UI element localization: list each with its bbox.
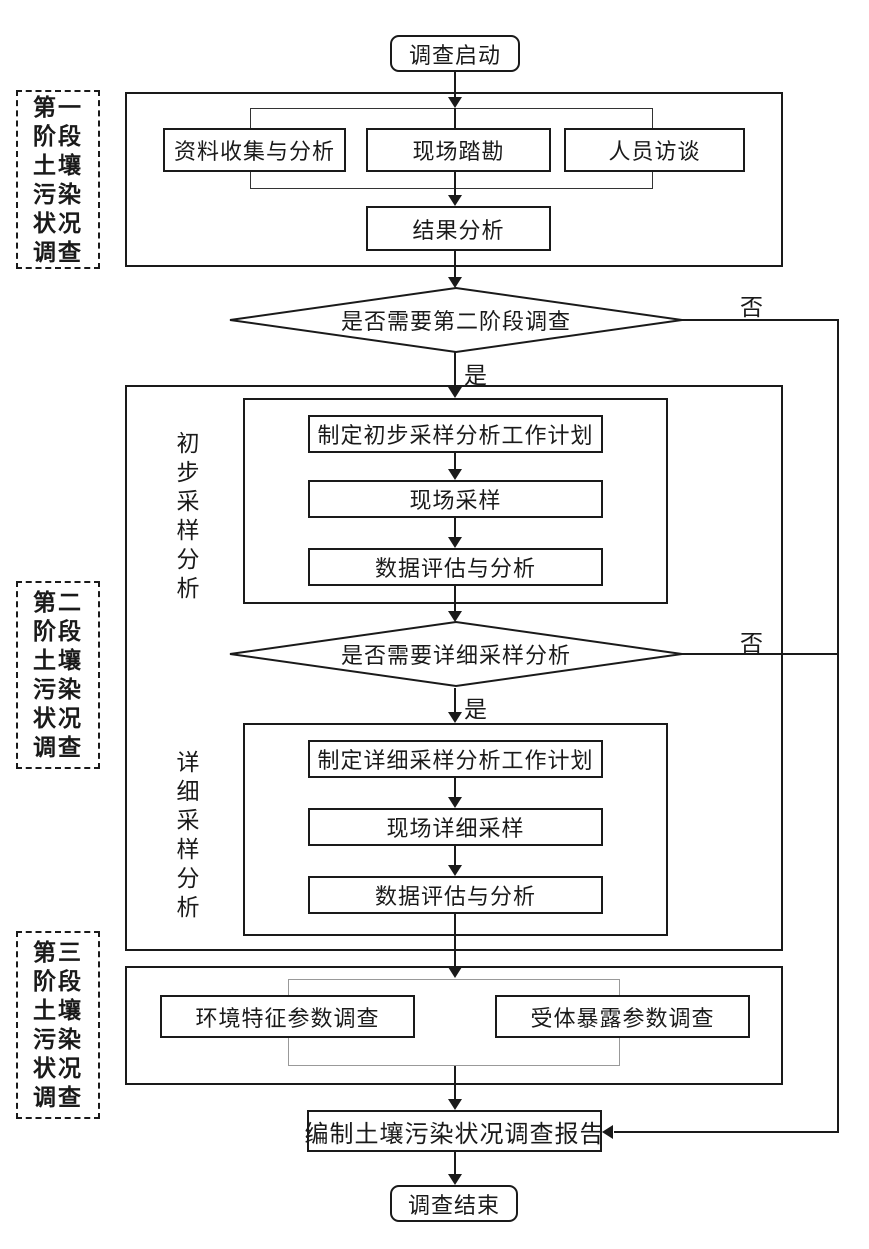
flow-line bbox=[454, 189, 456, 196]
node-environment-parameters-label: 环境特征参数调查 bbox=[195, 1005, 380, 1031]
node-receptor-exposure-label: 受体暴露参数调查 bbox=[530, 1005, 715, 1031]
flow-line bbox=[454, 1066, 456, 1100]
decision-need-stage2: 是否需要第二阶段调查 bbox=[228, 286, 684, 354]
node-end: 调查结束 bbox=[390, 1185, 518, 1222]
stage1-merge-line bbox=[250, 188, 653, 189]
flow-line bbox=[454, 172, 456, 189]
arrowhead-down bbox=[448, 712, 462, 723]
node-start: 调查启动 bbox=[390, 35, 520, 72]
stage1-split-stub-left bbox=[250, 108, 251, 129]
node-detailed-plan-label: 制定详细采样分析工作计划 bbox=[317, 748, 594, 773]
node-site-sampling: 现场采样 bbox=[308, 480, 603, 518]
decision-need-stage2-label: 是否需要第二阶段调查 bbox=[340, 309, 571, 334]
flow-line bbox=[454, 1152, 456, 1175]
stage3-side-label: 第三 阶段 土壤 污染 状况 调查 bbox=[33, 940, 83, 1110]
node-start-label: 调查启动 bbox=[408, 42, 501, 68]
node-detailed-plan: 制定详细采样分析工作计划 bbox=[308, 740, 603, 778]
node-data-evaluation-1: 数据评估与分析 bbox=[308, 548, 603, 586]
stage1-merge-stub-left bbox=[250, 172, 251, 189]
flow-line bbox=[454, 778, 456, 798]
arrowhead-down bbox=[448, 1099, 462, 1110]
node-data-collection-label: 资料收集与分析 bbox=[173, 139, 335, 164]
stage3-side-box: 第三 阶段 土壤 污染 状况 调查 bbox=[16, 931, 100, 1119]
node-data-evaluation-2: 数据评估与分析 bbox=[308, 876, 603, 914]
decision1-no-line bbox=[682, 319, 839, 321]
node-report-label: 编制土壤污染状况调查报告 bbox=[304, 1121, 605, 1148]
stage1-split-line bbox=[250, 108, 653, 109]
return-line-horizontal bbox=[614, 1131, 839, 1133]
arrowhead-down bbox=[448, 967, 462, 978]
node-site-sampling-label: 现场采样 bbox=[409, 488, 502, 513]
node-receptor-exposure: 受体暴露参数调查 bbox=[495, 995, 750, 1038]
arrowhead-left bbox=[602, 1125, 613, 1139]
detailed-group-label: 详 细 采 样 分 析 bbox=[176, 750, 200, 920]
node-result-analysis-label: 结果分析 bbox=[412, 217, 505, 243]
decision2-yes-label: 是 bbox=[464, 697, 487, 722]
arrowhead-down bbox=[448, 797, 462, 808]
decision1-no-label: 否 bbox=[740, 295, 763, 320]
decision2-no-label: 否 bbox=[740, 631, 763, 656]
node-detailed-site-sampling: 现场详细采样 bbox=[308, 808, 603, 846]
decision2-no-line bbox=[682, 653, 839, 655]
node-site-reconnaissance-label: 现场踏勘 bbox=[412, 139, 505, 164]
arrowhead-down bbox=[448, 387, 462, 398]
flow-line bbox=[454, 688, 456, 713]
decision1-yes-label: 是 bbox=[464, 363, 487, 388]
node-preliminary-plan: 制定初步采样分析工作计划 bbox=[308, 415, 603, 453]
preliminary-group-label: 初 步 采 样 分 析 bbox=[176, 431, 200, 601]
stage1-split-stub-right bbox=[652, 108, 653, 129]
return-line-vertical bbox=[837, 319, 839, 1133]
arrowhead-down bbox=[448, 97, 462, 108]
node-detailed-site-sampling-label: 现场详细采样 bbox=[386, 816, 525, 841]
node-personnel-interview-label: 人员访谈 bbox=[608, 139, 701, 164]
node-preliminary-plan-label: 制定初步采样分析工作计划 bbox=[317, 423, 594, 448]
stage2-side-box: 第二 阶段 土壤 污染 状况 调查 bbox=[16, 581, 100, 769]
stage1-side-box: 第一 阶段 土壤 污染 状况 调查 bbox=[16, 90, 100, 269]
decision-need-detailed-sampling: 是否需要详细采样分析 bbox=[228, 620, 684, 688]
node-site-reconnaissance: 现场踏勘 bbox=[366, 128, 551, 172]
node-report: 编制土壤污染状况调查报告 bbox=[304, 1110, 605, 1152]
diamond-shape bbox=[229, 620, 683, 688]
arrowhead-down bbox=[448, 865, 462, 876]
node-data-evaluation-2-label: 数据评估与分析 bbox=[374, 884, 536, 909]
flow-line bbox=[454, 352, 456, 388]
flow-line bbox=[454, 586, 456, 612]
node-data-collection: 资料收集与分析 bbox=[163, 128, 346, 172]
node-environment-parameters: 环境特征参数调查 bbox=[160, 995, 415, 1038]
flow-line bbox=[454, 108, 456, 128]
flow-line bbox=[454, 453, 456, 470]
flow-line bbox=[454, 518, 456, 538]
node-data-evaluation-1-label: 数据评估与分析 bbox=[374, 556, 536, 581]
arrowhead-down bbox=[448, 195, 462, 206]
flow-line bbox=[454, 251, 456, 278]
node-result-analysis: 结果分析 bbox=[366, 206, 551, 251]
arrowhead-down bbox=[448, 1174, 462, 1185]
stage1-merge-stub-right bbox=[652, 172, 653, 189]
stage2-side-label: 第二 阶段 土壤 污染 状况 调查 bbox=[33, 590, 83, 760]
arrowhead-down bbox=[448, 469, 462, 480]
decision-need-detailed-sampling-label: 是否需要详细采样分析 bbox=[340, 643, 571, 668]
node-personnel-interview: 人员访谈 bbox=[564, 128, 745, 172]
node-end-label: 调查结束 bbox=[407, 1192, 500, 1218]
arrowhead-down bbox=[448, 611, 462, 622]
flow-line bbox=[454, 936, 456, 967]
arrowhead-down bbox=[448, 537, 462, 548]
flow-line bbox=[454, 72, 456, 100]
diamond-shape bbox=[229, 286, 683, 354]
stage1-side-label: 第一 阶段 土壤 污染 状况 调查 bbox=[33, 94, 83, 265]
flow-line bbox=[454, 914, 456, 936]
flow-line bbox=[454, 846, 456, 866]
arrowhead-down bbox=[448, 277, 462, 288]
